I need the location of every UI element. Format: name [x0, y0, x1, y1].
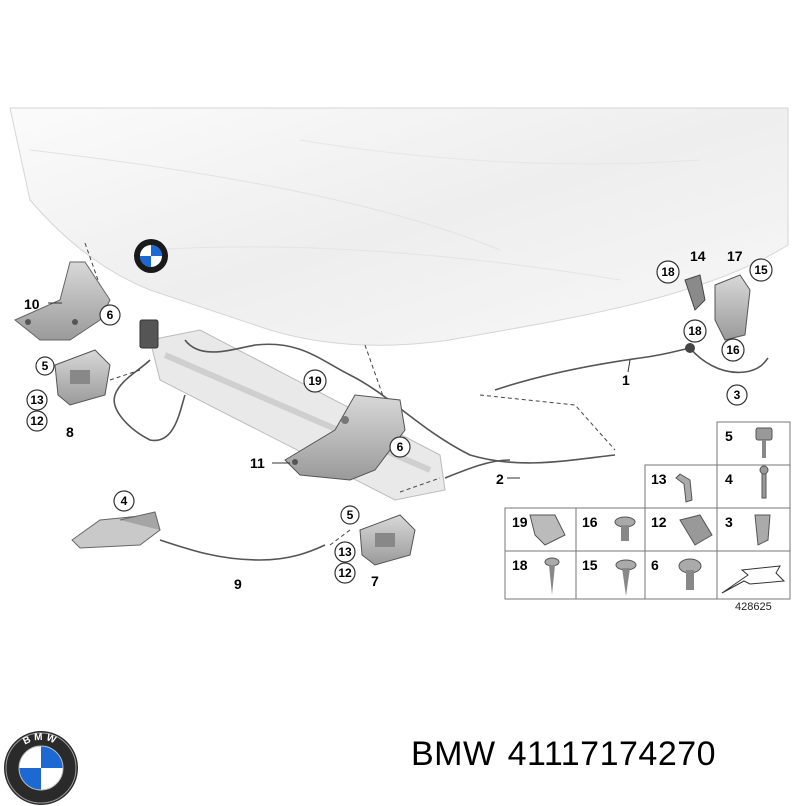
part-label-15: 15 — [754, 263, 768, 277]
washer-screw-icon — [614, 516, 636, 541]
part-label-12a: 12 — [30, 414, 44, 428]
direction-arrow-icon — [721, 565, 786, 594]
grid-label-12: 12 — [651, 514, 667, 530]
part-label-6a: 6 — [107, 308, 114, 322]
self-tapping-screw-icon — [544, 557, 560, 595]
grid-label-3: 3 — [725, 514, 733, 530]
bmw-logo: BMW — [4, 731, 78, 805]
part-label-12b: 12 — [338, 566, 352, 580]
hood-lock-bottom — [359, 514, 416, 566]
part-label-13a: 13 — [30, 393, 44, 407]
spring-clip-icon — [754, 514, 771, 546]
grid-label-4: 4 — [725, 471, 733, 487]
hardware-grid-labels: 5 13 4 19 16 12 3 18 15 6 — [512, 428, 733, 573]
part-label-18b: 18 — [688, 324, 702, 338]
part-label-3: 3 — [734, 388, 741, 402]
part-number: 41117174270 — [507, 735, 717, 773]
pin-icon — [759, 465, 769, 499]
drawing-number: 428625 — [735, 601, 772, 613]
grid-label-6: 6 — [651, 557, 659, 573]
circled-label-text: 3 4 5 5 6 6 12 12 13 13 15 16 18 18 19 — [30, 263, 768, 580]
hood-lock-left — [54, 349, 111, 406]
dashed-leaders — [84, 242, 616, 546]
part-labels: 1 2 7 8 9 10 11 14 17 — [24, 248, 743, 592]
grid-label-5: 5 — [725, 428, 733, 444]
release-lever — [684, 274, 751, 353]
part-label-5b: 5 — [347, 508, 354, 522]
part-label-7: 7 — [371, 573, 379, 589]
part-label-4: 4 — [121, 494, 128, 508]
part-label-5a: 5 — [42, 359, 49, 373]
hood-switch — [139, 319, 159, 349]
grid-label-19: 19 — [512, 514, 528, 530]
part-label-14: 14 — [690, 248, 706, 264]
grommet-icon — [679, 514, 713, 546]
part-label-6b: 6 — [397, 440, 404, 454]
circled-labels — [26, 258, 773, 584]
grid-label-13: 13 — [651, 471, 667, 487]
grid-label-16: 16 — [582, 514, 598, 530]
part-label-2: 2 — [496, 471, 504, 487]
part-label-9: 9 — [234, 576, 242, 592]
hardware-grid — [504, 421, 791, 600]
part-label-8: 8 — [66, 424, 74, 440]
svg-text:BMW: BMW — [21, 732, 60, 748]
part-label-17: 17 — [727, 248, 743, 264]
part-label-18a: 18 — [661, 265, 675, 279]
hinge-bracket-left — [14, 261, 111, 341]
hood-bmw-roundel — [134, 239, 168, 273]
cable-clip-icon — [529, 514, 566, 546]
hood-panel — [9, 107, 789, 346]
part-label-10: 10 — [24, 296, 40, 312]
hardware-icons — [529, 427, 786, 596]
clip-icon — [675, 473, 693, 503]
logo-letters: BMW — [21, 732, 57, 748]
hood-lock-center — [284, 394, 406, 481]
part-label-13b: 13 — [338, 545, 352, 559]
part-label-11: 11 — [250, 455, 265, 471]
part-label-1: 1 — [622, 372, 630, 388]
hex-bolt-icon — [678, 558, 702, 590]
footer-caption: BMW 41117174270 — [411, 735, 728, 774]
flange-screw-icon — [615, 559, 637, 596]
grid-label-15: 15 — [582, 557, 598, 573]
release-cables — [113, 339, 769, 561]
part-label-19: 19 — [308, 374, 322, 388]
grid-label-18: 18 — [512, 557, 528, 573]
part-label-16: 16 — [726, 343, 740, 357]
release-handle — [71, 511, 161, 549]
brand-name: BMW — [411, 735, 496, 773]
socket-screw-icon — [755, 427, 773, 458]
